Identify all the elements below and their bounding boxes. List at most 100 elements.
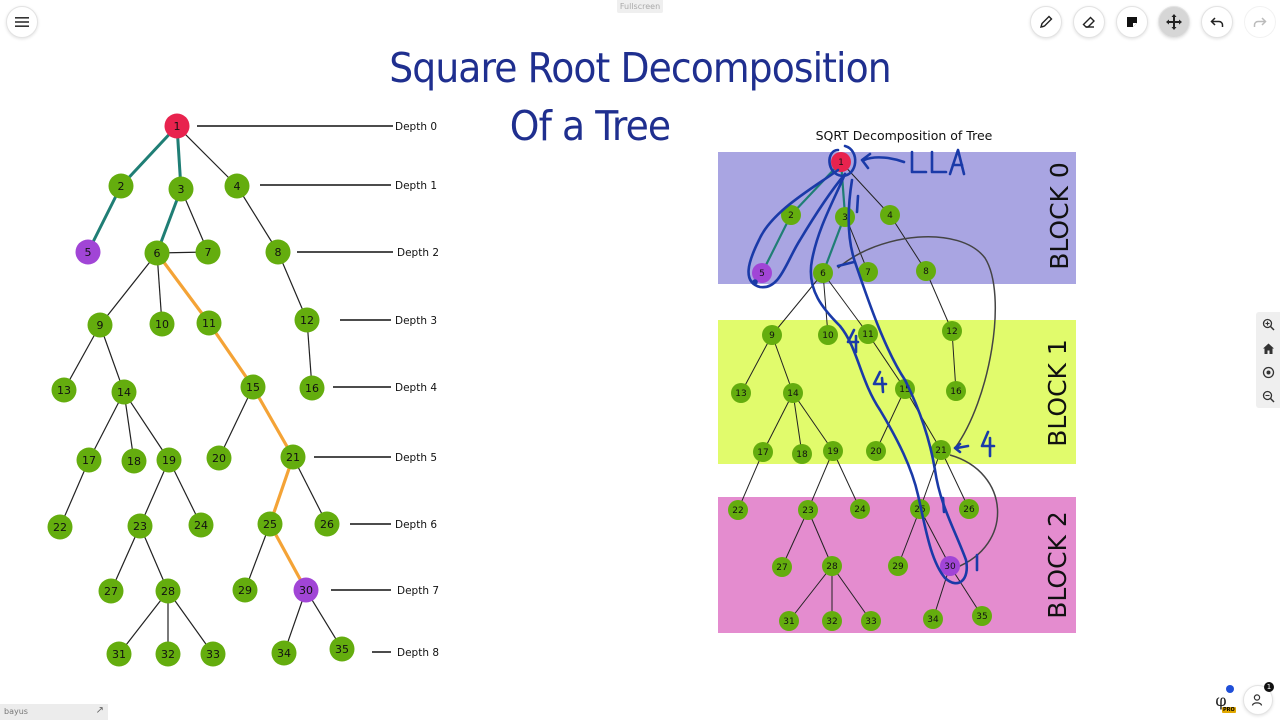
tree-node-label: 14: [117, 386, 131, 399]
menu-button[interactable]: [6, 6, 38, 38]
tree-node-30: [293, 577, 319, 603]
tree-node-label: 29: [892, 562, 904, 572]
tree-node-label: 5: [85, 246, 92, 259]
pin-icon[interactable]: ↗: [95, 705, 104, 716]
tree-node-label: 34: [277, 647, 291, 660]
tree-node-2: [781, 205, 801, 225]
phi-button[interactable]: φ PRO: [1208, 685, 1236, 713]
tree-node-5: [752, 263, 772, 283]
tree-node-label: 28: [161, 585, 175, 598]
tree-node-16: [299, 375, 325, 401]
tree-node-20: [866, 441, 886, 461]
undo-button[interactable]: [1201, 6, 1233, 38]
tree-node-label: 19: [162, 454, 176, 467]
tree-node-label: 32: [826, 617, 837, 627]
tree-node-31: [779, 611, 799, 631]
participants-count: 1: [1264, 682, 1274, 692]
tree-node-27: [98, 578, 124, 604]
tree-node-label: 11: [862, 330, 873, 340]
board-title-line1: Square Root Decomposition: [389, 44, 891, 92]
fullscreen-tag[interactable]: Fullscreen: [617, 0, 663, 13]
home-icon: [1262, 343, 1274, 354]
redo-button[interactable]: [1244, 6, 1276, 38]
zoom-in-button[interactable]: [1256, 312, 1280, 336]
user-cursor-tag: bayus ↗: [0, 704, 108, 720]
tree-node-9: [87, 312, 113, 338]
tree-node-2: [108, 173, 134, 199]
participants-icon: [1251, 694, 1263, 706]
tree-node-label: 12: [300, 314, 314, 327]
depth-label: Depth 8: [397, 647, 439, 659]
block-2-label: BLOCK 2: [1043, 511, 1072, 619]
tree-node-label: 34: [927, 615, 939, 625]
tree-node-label: 18: [796, 450, 808, 460]
redo-icon: [1253, 17, 1267, 27]
tree-node-24: [850, 499, 870, 519]
move-icon: [1166, 14, 1182, 30]
tree-node-label: 10: [155, 318, 169, 331]
home-button[interactable]: [1256, 336, 1280, 360]
tree-node-label: 22: [732, 506, 743, 516]
tree-node-label: 12: [946, 327, 957, 337]
tree-node-6: [813, 263, 833, 283]
tree-node-label: 19: [827, 447, 839, 457]
zoom-out-button[interactable]: [1256, 384, 1280, 408]
depth-label: Depth 7: [397, 585, 439, 597]
tree-node-label: 30: [299, 584, 313, 597]
eraser-tool-button[interactable]: [1073, 6, 1105, 38]
center-button[interactable]: [1256, 360, 1280, 384]
tree-node-3: [168, 176, 194, 202]
tree-node-23: [127, 513, 153, 539]
tree-node-27: [772, 557, 792, 577]
tree-node-label: 31: [783, 617, 794, 627]
sticky-note-icon: [1127, 17, 1137, 27]
tree-node-label: 17: [757, 448, 768, 458]
tree-node-26: [314, 511, 340, 537]
tree-node-17: [76, 447, 102, 473]
depth-label: Depth 1: [395, 180, 437, 192]
tree-node-33: [200, 641, 226, 667]
tree-node-label: 14: [787, 389, 799, 399]
tree-node-25: [257, 511, 283, 537]
tree-node-34: [923, 609, 943, 629]
tree-node-label: 1: [838, 158, 844, 168]
tree-node-label: 33: [865, 617, 876, 627]
tree-node-18: [121, 448, 147, 474]
tree-node-9: [762, 325, 782, 345]
pencil-tool-button[interactable]: [1030, 6, 1062, 38]
right-tree-title: SQRT Decomposition of Tree: [816, 128, 993, 143]
tree-node-label: 7: [205, 246, 212, 259]
tree-node-label: 24: [194, 519, 208, 532]
pencil-icon: [1039, 15, 1053, 29]
tree-node-label: 22: [53, 521, 67, 534]
tree-node-label: 6: [154, 247, 161, 260]
tree-node-17: [753, 442, 773, 462]
tree-node-label: 4: [887, 211, 893, 221]
tree-node-29: [232, 577, 258, 603]
tree-node-label: 26: [963, 505, 975, 515]
tree-node-label: 27: [776, 563, 787, 573]
tree-node-14: [111, 379, 137, 405]
tree-node-label: 1: [174, 120, 181, 133]
tree-node-13: [51, 377, 77, 403]
tree-node-14: [783, 383, 803, 403]
tree-node-19: [156, 447, 182, 473]
move-tool-button[interactable]: [1158, 6, 1190, 38]
tree-node-16: [946, 381, 966, 401]
depth-label: Depth 5: [395, 452, 437, 464]
tree-node-15: [895, 379, 915, 399]
sticky-note-tool-button[interactable]: [1116, 6, 1148, 38]
tree-node-19: [823, 441, 843, 461]
tree-node-5: [75, 239, 101, 265]
tree-node-label: 11: [202, 317, 216, 330]
tree-node-label: 21: [286, 451, 300, 464]
user-name: bayus: [4, 707, 28, 716]
tree-node-label: 21: [935, 446, 946, 456]
tree-node-label: 16: [305, 382, 319, 395]
tree-node-1: [164, 113, 190, 139]
tree-node-label: 9: [97, 319, 104, 332]
tree-node-label: 16: [950, 387, 962, 397]
participants-button[interactable]: 1: [1243, 682, 1274, 715]
center-icon: [1262, 366, 1274, 378]
tree-node-label: 33: [206, 648, 220, 661]
